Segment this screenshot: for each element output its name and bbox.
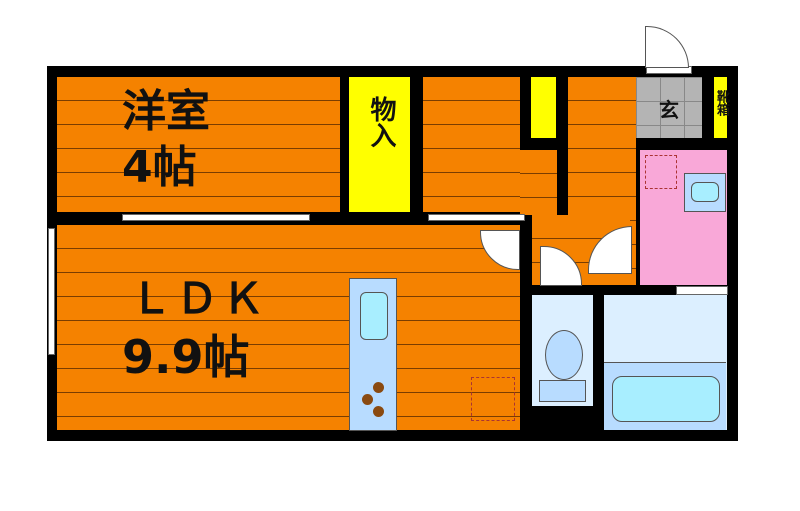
- western-room: [57, 77, 340, 212]
- hall-lower: [520, 150, 557, 215]
- window-west[interactable]: [48, 228, 55, 355]
- basin-bowl-icon: [691, 182, 719, 202]
- hall-closet: [531, 77, 556, 138]
- fridge-space-icon: [471, 377, 515, 421]
- kitchen-sink-icon: [360, 292, 388, 340]
- shoe-box-label: 靴箱: [714, 90, 729, 116]
- washroom: [640, 150, 727, 285]
- ldk-name: ＬＤＫ: [130, 274, 269, 323]
- hall-room: [423, 77, 520, 212]
- toilet-tank: [539, 380, 586, 402]
- entrance: [636, 77, 702, 138]
- toilet-icon: [545, 330, 583, 380]
- western-room-size: 4帖: [122, 142, 197, 193]
- sliding-door-western[interactable]: [122, 214, 310, 221]
- entrance-label: 玄: [659, 98, 679, 122]
- ldk-room: [57, 225, 520, 430]
- door-bathroom[interactable]: [676, 286, 728, 295]
- closet: [349, 77, 410, 212]
- closet-label: 物入: [366, 96, 396, 148]
- washer-space-icon: [645, 155, 677, 189]
- sliding-door-hall[interactable]: [428, 214, 525, 221]
- bathtub-basin-icon: [612, 376, 720, 422]
- door-entrance-swing[interactable]: [645, 26, 689, 68]
- shoe-box: [714, 77, 727, 138]
- wash-basin: [684, 173, 726, 212]
- ldk-size: 9.9帖: [122, 330, 250, 384]
- stove-icon: [361, 380, 391, 424]
- western-room-name: 洋室: [122, 86, 210, 137]
